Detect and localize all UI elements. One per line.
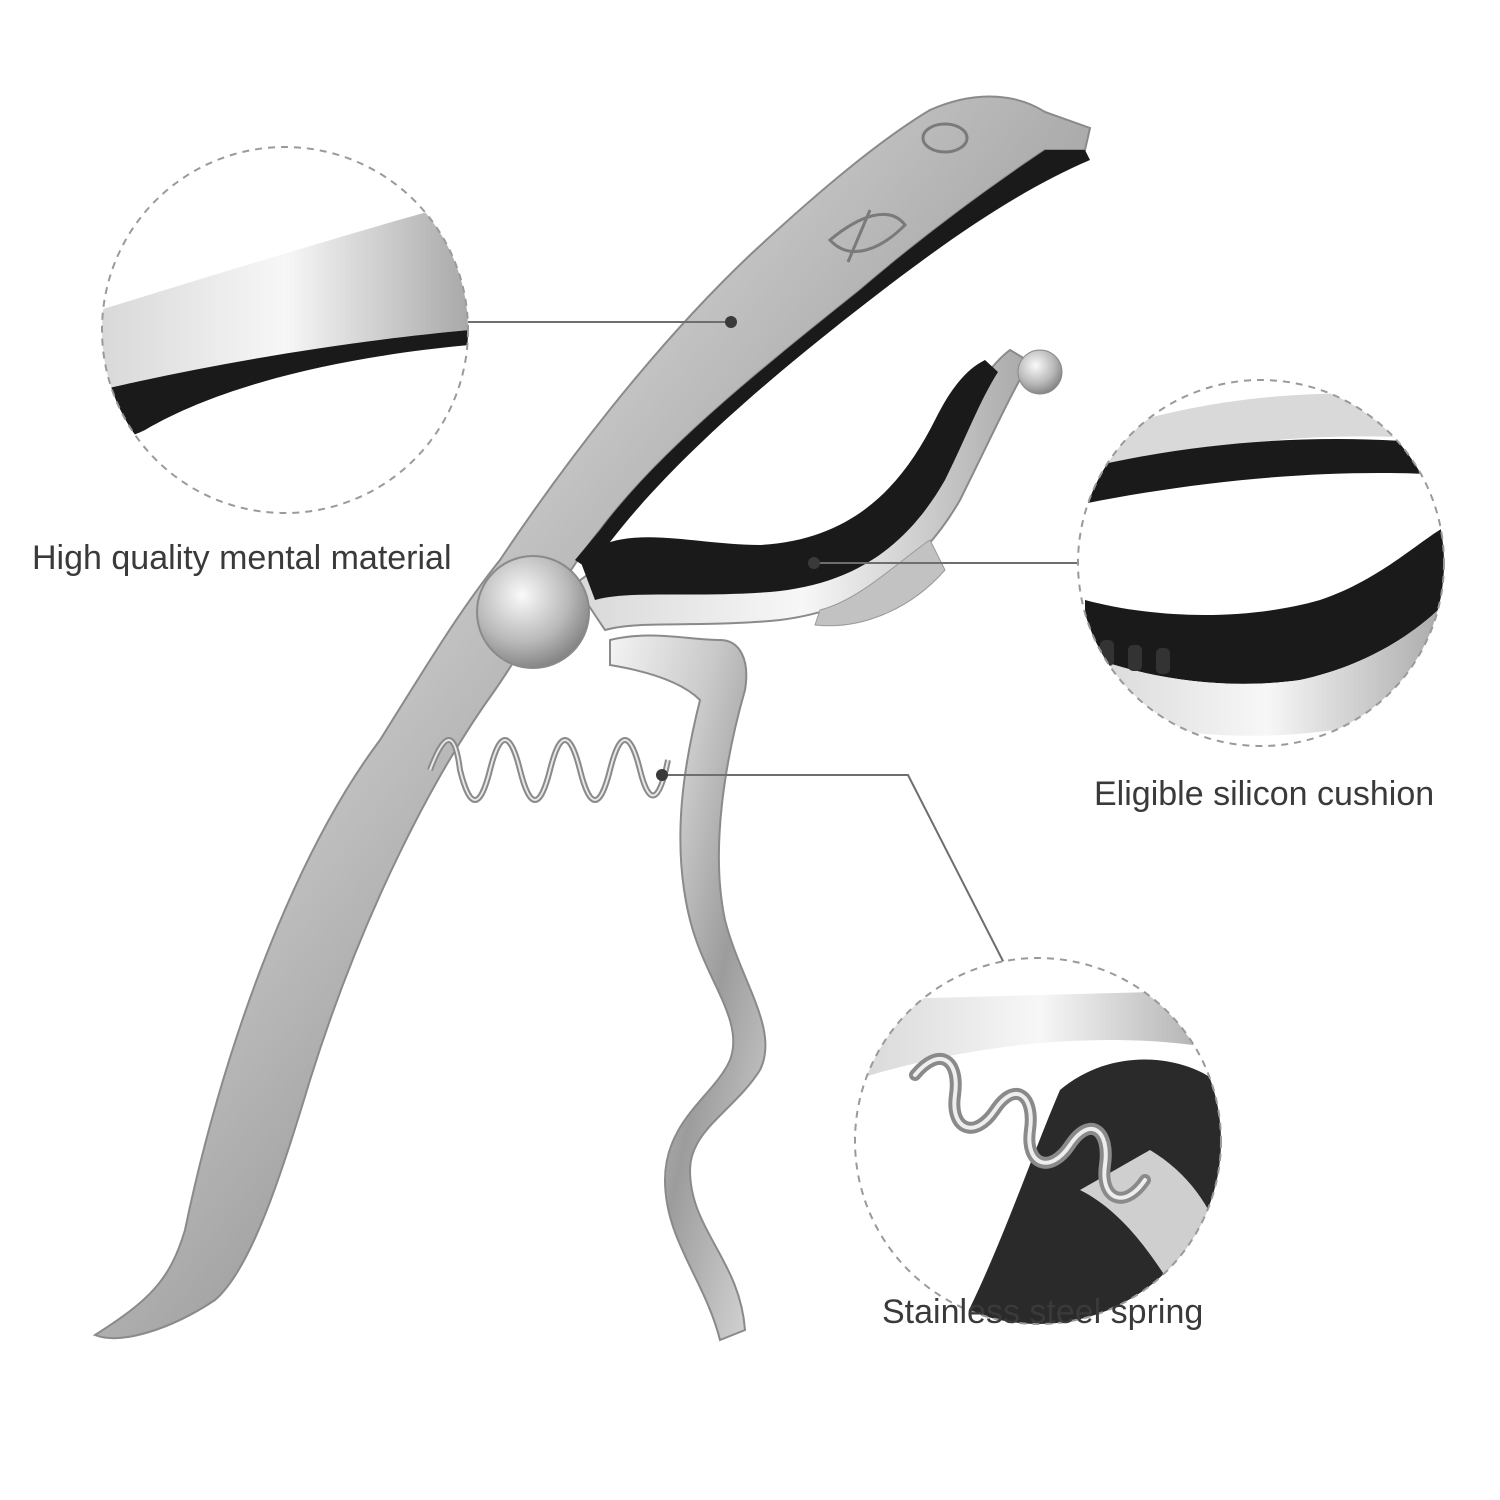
tool-upper-jaw (92, 95, 1092, 1339)
zoom-circle-metal (101, 146, 469, 514)
zoom-circle-spring (854, 957, 1222, 1325)
callout-label-metal: High quality mental material (32, 539, 452, 577)
lower-handle (609, 634, 767, 1342)
callout-label-cushion: Eligible silicon cushion (1094, 775, 1435, 813)
leader-dot-cushion (808, 557, 820, 569)
leader-dot-metal (725, 316, 737, 328)
callout-label-spring: Stainless steel spring (882, 1293, 1204, 1331)
leader-line-spring (663, 774, 1006, 966)
tool-lower-jaw (476, 348, 1063, 1342)
upper-jaw-handle (92, 95, 1092, 1339)
fish-gill-icon (827, 212, 907, 253)
zoom-circle-cushion (1077, 379, 1445, 747)
pivot-rivet (476, 555, 590, 669)
fish-eye-icon (921, 122, 969, 154)
leader-lines (468, 316, 1078, 966)
tool-spring (427, 737, 671, 803)
leader-dot-spring (656, 769, 668, 781)
lower-jaw-cushion (580, 360, 998, 600)
